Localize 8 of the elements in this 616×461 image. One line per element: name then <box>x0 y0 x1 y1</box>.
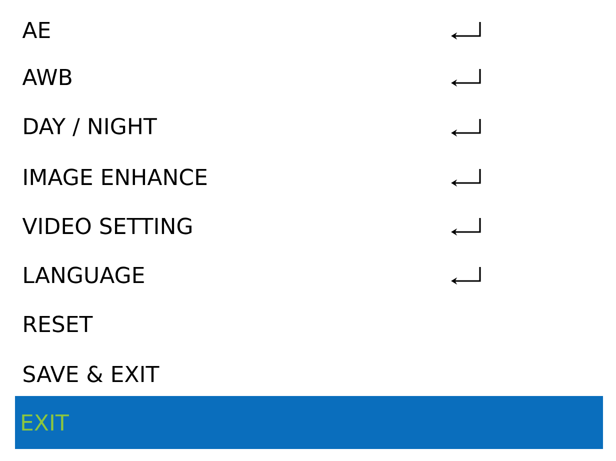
menu-item: VIDEO SETTING <box>22 218 192 234</box>
menu-item: RESET <box>24 316 93 332</box>
selected-menu-item: EXIT <box>15 396 603 449</box>
menu-item: AE <box>22 22 50 38</box>
menu-item: LANGUAGE <box>24 266 144 284</box>
menu-item: DAY / NIGHT <box>24 118 157 136</box>
menu-item: AWB <box>22 68 72 86</box>
menu-item: IMAGE ENHANCE <box>24 168 207 186</box>
